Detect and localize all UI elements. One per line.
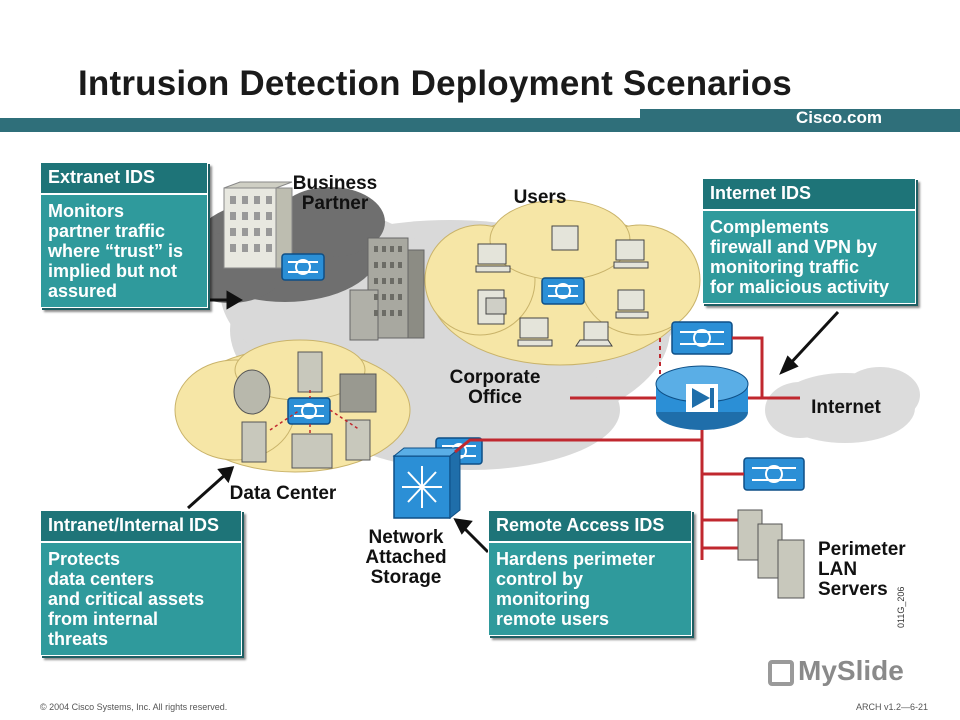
data-center-label: Data Center: [229, 483, 337, 504]
firewall-icon: [655, 365, 749, 430]
internet-ids-description: Complements firewall and VPN by monitori…: [710, 217, 890, 297]
ids-sensor-icon: [671, 321, 733, 355]
myslide-logo: MySlide: [768, 655, 904, 687]
internet-ids-box: Internet IDS Complements firewall and VP…: [702, 178, 916, 304]
ids-sensor-icon: [287, 397, 331, 425]
myslide-logo-icon: [768, 660, 794, 686]
remote-access-ids-box: Remote Access IDS Hardens perimeter cont…: [488, 510, 692, 636]
perimeter-servers-label: Perimeter LAN Servers: [818, 539, 906, 600]
nas-icon: [392, 446, 462, 520]
extranet-ids-description: Monitors partner traffic where “trust” i…: [48, 201, 184, 301]
ids-sensor-icon: [541, 277, 585, 305]
remote-access-ids-title: Remote Access IDS: [489, 511, 691, 543]
logo-text: MySlide: [798, 655, 904, 686]
internet-ids-title: Internet IDS: [703, 179, 915, 211]
users-label: Users: [513, 187, 567, 208]
header-band: [0, 118, 960, 132]
nas-label: Network Attached Storage: [365, 527, 447, 588]
extranet-ids-title: Extranet IDS: [41, 163, 207, 195]
page-title: Intrusion Detection Deployment Scenarios: [78, 64, 792, 103]
brand-label: Cisco.com: [796, 108, 882, 127]
extranet-ids-box: Extranet IDS Monitors partner traffic wh…: [40, 162, 208, 308]
perimeter-server-icon: [737, 509, 805, 599]
copyright-footer: © 2004 Cisco Systems, Inc. All rights re…: [40, 702, 228, 712]
network-links: [454, 336, 800, 560]
corporate-building-icon: [349, 237, 425, 341]
course-reference: ARCH v1.2—6-21: [856, 702, 929, 712]
remote-access-ids-description: Hardens perimeter control by monitoring …: [496, 549, 656, 629]
intranet-ids-title: Intranet/Internal IDS: [41, 511, 241, 543]
internet-label: Internet: [811, 397, 881, 418]
server-icon: [233, 351, 377, 469]
figure-id: 011G_206: [896, 586, 906, 628]
office-building-icon: [223, 181, 293, 269]
callout-arrows: [186, 290, 840, 554]
data-center-links: [269, 390, 361, 436]
ids-sensor-icon: [281, 253, 325, 281]
internet-cloud: [765, 367, 920, 443]
business-partner-label: Business Partner: [292, 173, 378, 214]
corporate-office-label: Corporate Office: [449, 367, 541, 408]
workstation-icon: [475, 225, 649, 347]
intranet-ids-description: Protects data centers and critical asset…: [48, 549, 205, 649]
ids-sensor-icon: [743, 457, 805, 491]
intranet-ids-box: Intranet/Internal IDS Protects data cent…: [40, 510, 242, 656]
